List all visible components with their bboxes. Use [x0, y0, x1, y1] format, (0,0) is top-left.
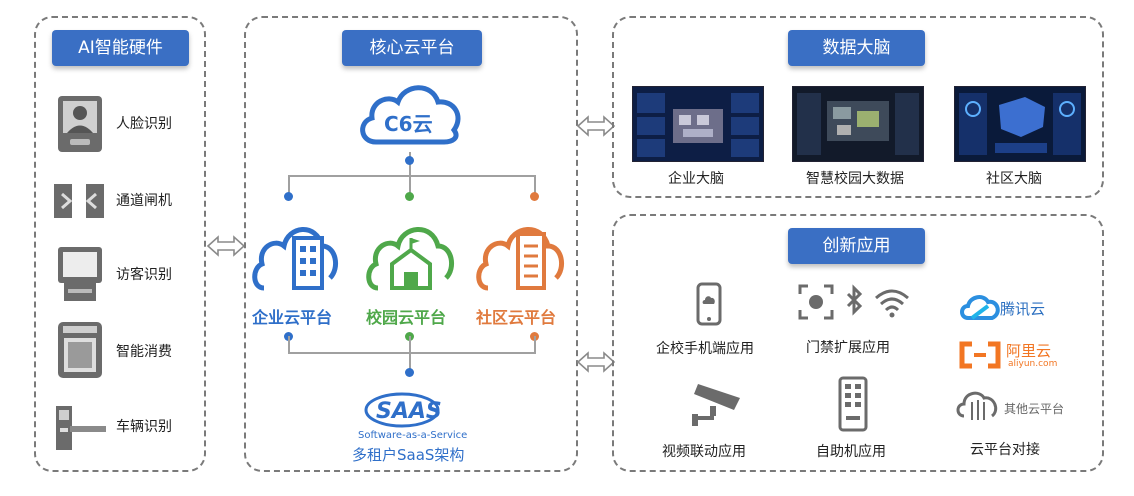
- hardware-item-label: 通道闸机: [116, 193, 172, 209]
- connector-line: [409, 336, 411, 372]
- double-arrow-icon: [206, 235, 246, 257]
- face-terminal-icon: [58, 96, 102, 152]
- enterprise-dashboard-thumbnail: [632, 86, 764, 162]
- connector-line: [288, 175, 290, 195]
- connector-line: [288, 352, 536, 354]
- school-cloud-icon: [366, 227, 455, 291]
- hardware-item-label: 访客识别: [116, 267, 172, 283]
- app-item-label: 企校手机端应用: [656, 341, 754, 357]
- app-item-label: 门禁扩展应用: [806, 340, 890, 356]
- app-item-label: 视频联动应用: [662, 444, 746, 460]
- brain-panel: [612, 16, 1104, 198]
- connector-line: [409, 175, 411, 195]
- app-item-label: 云平台对接: [970, 442, 1040, 458]
- community-cloud-label: 社区云平台: [476, 308, 557, 327]
- tencent-cloud-logo: [960, 295, 1000, 320]
- connector-dot: [405, 368, 414, 377]
- connector-dot: [284, 192, 293, 201]
- campus-dashboard-thumbnail: [792, 86, 924, 162]
- brain-title: 数据大脑: [788, 30, 925, 66]
- saas-logo: SAAS: [364, 392, 442, 428]
- aliyun-label: 阿里云: [1006, 342, 1052, 360]
- connector-line: [534, 175, 536, 195]
- hardware-item-label: 智能消费: [116, 344, 172, 360]
- c6-cloud-label: C6云: [384, 112, 433, 136]
- gate-icon: [54, 184, 104, 218]
- apps-title: 创新应用: [788, 228, 925, 264]
- self-service-kiosk-icon: [838, 376, 868, 432]
- connector-dot: [530, 192, 539, 201]
- access-extension-icon: [798, 284, 909, 320]
- community-cloud-icon: [476, 227, 565, 291]
- connector-line: [534, 336, 536, 354]
- other-cloud-label: 其他云平台: [1004, 402, 1065, 416]
- campus-cloud-label: 校园云平台: [366, 308, 447, 327]
- barrier-gate-icon: [56, 406, 106, 450]
- mobile-app-icon: [696, 282, 722, 326]
- visitor-kiosk-icon: [58, 247, 102, 301]
- connector-line: [288, 175, 536, 177]
- hardware-item-label: 车辆识别: [116, 419, 172, 435]
- hardware-panel: [34, 16, 206, 472]
- payment-terminal-icon: [58, 322, 102, 378]
- cctv-camera-icon: [692, 384, 740, 426]
- building-cloud-icon: [252, 227, 339, 291]
- enterprise-cloud-label: 企业云平台: [252, 308, 333, 327]
- brain-item-label: 智慧校园大数据: [806, 171, 904, 187]
- apps-panel: [612, 214, 1104, 472]
- brain-item-label: 社区大脑: [986, 171, 1042, 187]
- brain-item-label: 企业大脑: [668, 171, 724, 187]
- hardware-title: AI智能硬件: [52, 30, 189, 66]
- double-arrow-icon: [576, 115, 616, 137]
- tencent-cloud-label: 腾讯云: [1000, 300, 1046, 318]
- saas-subtitle: Software-as-a-Service: [358, 430, 468, 441]
- saas-logo-text: SAAS: [376, 399, 442, 424]
- community-dashboard-thumbnail: [954, 86, 1086, 162]
- app-item-label: 自助机应用: [816, 444, 886, 460]
- hardware-item-label: 人脸识别: [116, 116, 172, 132]
- core-panel: [244, 16, 578, 472]
- double-arrow-icon: [576, 351, 616, 373]
- other-cloud-icon: [956, 391, 998, 420]
- connector-dot: [405, 156, 414, 165]
- connector-dot: [405, 192, 414, 201]
- aliyun-logo: [959, 341, 1001, 369]
- c6-cloud-icon: [360, 85, 461, 145]
- saas-caption: 多租户SaaS架构: [352, 446, 465, 464]
- aliyun-domain: aliyun.com: [1008, 359, 1058, 369]
- core-title: 核心云平台: [342, 30, 482, 66]
- connector-line: [288, 336, 290, 354]
